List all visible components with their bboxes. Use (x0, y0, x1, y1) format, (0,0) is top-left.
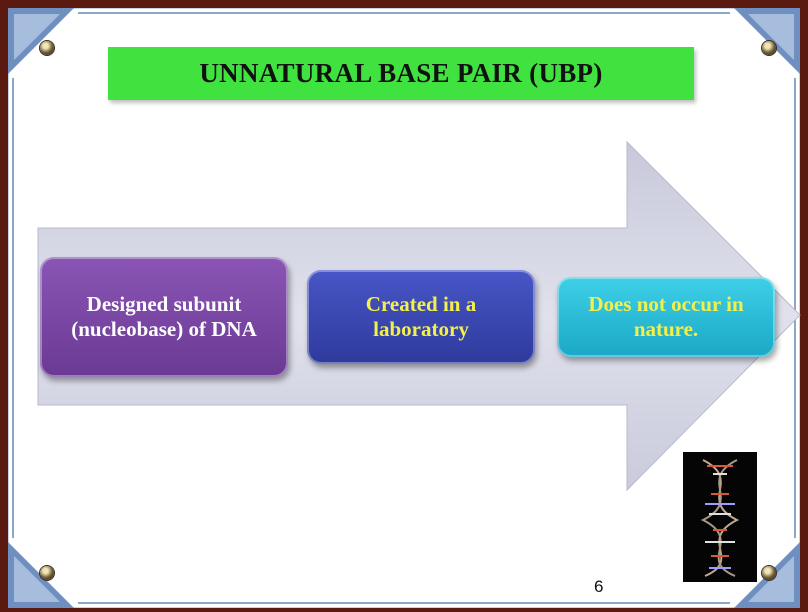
step-not-in-nature: Does not occur in nature. (557, 277, 775, 357)
border-bottom (78, 602, 730, 604)
pin-bottom-left-icon (40, 566, 54, 580)
dna-helix-image (683, 452, 757, 582)
step-label: Created in a laboratory (365, 292, 477, 341)
border-top (78, 12, 730, 14)
pin-bottom-right-icon (762, 566, 776, 580)
page-title: UNNATURAL BASE PAIR (UBP) (199, 58, 603, 88)
border-right (794, 78, 796, 538)
pin-top-left-icon (40, 41, 54, 55)
dna-helix-icon (700, 459, 740, 577)
border-left (12, 78, 14, 538)
page-number: 6 (594, 577, 604, 596)
corner-top-left (8, 8, 74, 74)
step-designed-subunit: Designed subunit (nucleobase) of DNA (40, 257, 288, 377)
step-label: Does not occur in nature. (588, 292, 744, 341)
title-banner: UNNATURAL BASE PAIR (UBP) (108, 47, 694, 100)
pin-top-right-icon (762, 41, 776, 55)
step-label: Designed subunit (nucleobase) of DNA (71, 292, 257, 341)
step-created-in-lab: Created in a laboratory (307, 270, 535, 364)
